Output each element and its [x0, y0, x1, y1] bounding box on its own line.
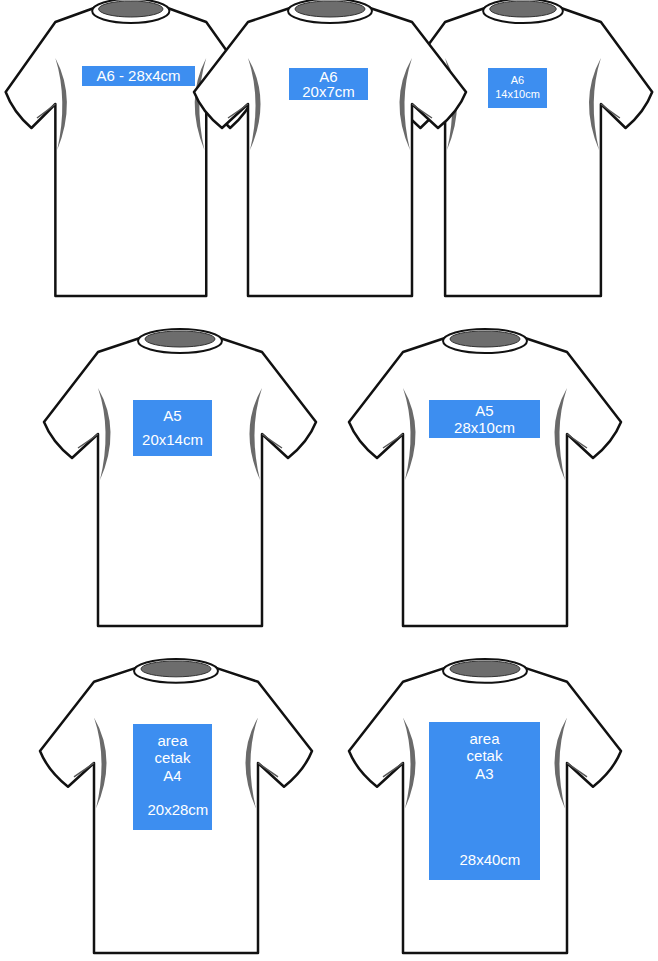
tshirt	[194, 0, 466, 296]
print-size-label: area cetak A4	[148, 732, 198, 784]
print-dimension: 20x28cm	[148, 801, 198, 818]
print-area: A5 20x14cm	[133, 400, 212, 456]
print-area: area cetak A4 20x28cm	[133, 724, 212, 830]
print-size-label: area cetak A3	[460, 730, 510, 782]
tshirt	[40, 659, 312, 953]
print-area: A6 20x7cm	[289, 68, 368, 100]
print-area: A6 - 28x4cm	[82, 66, 195, 86]
tshirt	[44, 329, 316, 626]
print-size-label: A5 20x14cm	[138, 404, 208, 452]
tshirt	[349, 329, 621, 626]
print-area: A6 14x10cm	[488, 68, 547, 108]
print-area: area cetak A3 28x40cm	[429, 722, 540, 880]
print-dimension: 28x40cm	[460, 851, 510, 868]
tshirt	[349, 659, 621, 953]
print-size-label: A5 28x10cm	[450, 402, 520, 437]
print-area: A5 28x10cm	[429, 400, 540, 438]
tshirt	[394, 0, 652, 296]
tshirt	[6, 0, 256, 296]
print-size-label: A6 20x7cm	[299, 69, 359, 99]
print-size-label: A6 - 28x4cm	[96, 67, 180, 85]
print-size-label: A6 14x10cm	[492, 74, 544, 102]
